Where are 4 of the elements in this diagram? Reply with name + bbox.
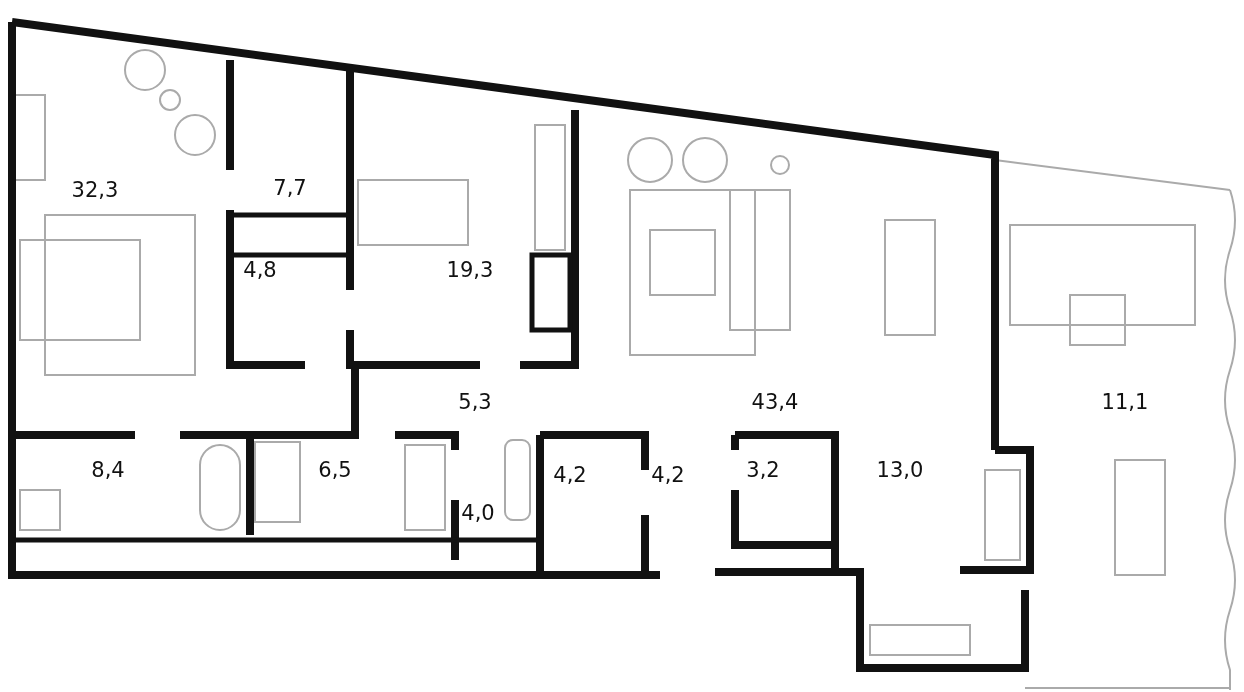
room-area-label: 8,4 [89, 458, 127, 482]
room-area-label: 4,0 [459, 501, 497, 525]
room-area-label: 43,4 [749, 390, 801, 414]
room-area-label: 4,8 [241, 258, 279, 282]
